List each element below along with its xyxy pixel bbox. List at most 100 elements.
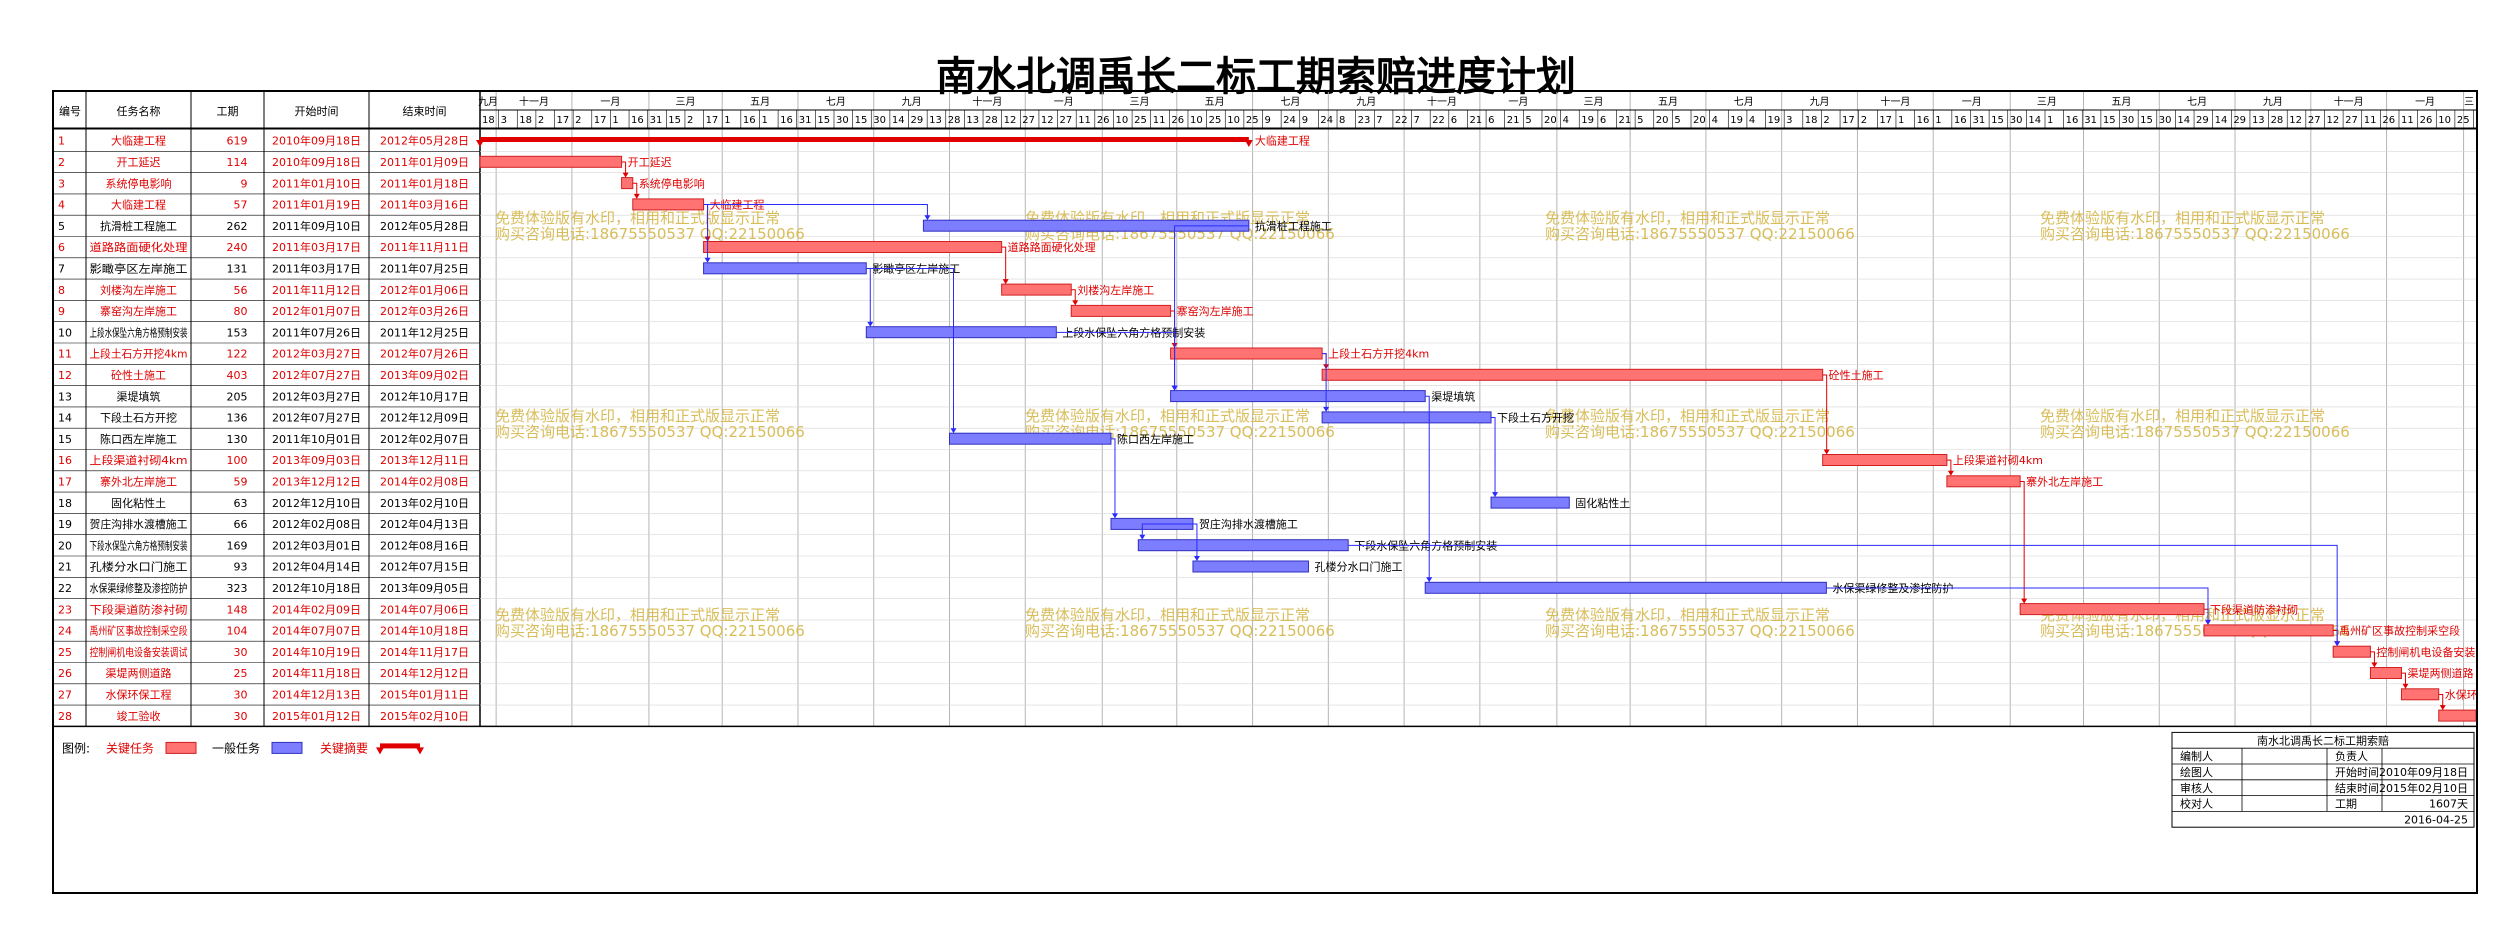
dependency-arrow (1111, 513, 1118, 519)
tick-label: 2 (538, 115, 544, 126)
tick-label: 15 (817, 115, 830, 126)
dependency-link (866, 267, 955, 431)
bar-label: 禹州矿区事故控制采空段 (2339, 624, 2460, 638)
task-bar (2438, 709, 2476, 722)
bar-label: 贺庄沟排水渡槽施工 (1199, 517, 1298, 531)
task-bar (1170, 390, 1426, 403)
task-duration: 25 (234, 667, 248, 680)
task-duration: 169 (227, 539, 248, 552)
dependency-arrow (704, 257, 711, 263)
task-duration: 619 (227, 135, 248, 148)
dependency-arrow (1426, 577, 1433, 583)
task-id: 25 (58, 646, 72, 659)
task-duration: 80 (234, 305, 248, 318)
dependency-arrow (1492, 492, 1499, 498)
tick-label: 19 (1730, 115, 1743, 126)
task-bar (1321, 368, 1824, 381)
dependency-link (2370, 651, 2375, 665)
info-label: 校对人 (2180, 797, 2213, 811)
task-id: 23 (58, 603, 72, 616)
dependency-link (1491, 417, 1496, 495)
dependency-arrow (2371, 662, 2378, 668)
month-label: 七月 (1280, 96, 1300, 108)
task-bar (703, 241, 1003, 253)
legend-summary-swatch (380, 743, 420, 749)
task-bar (1001, 283, 1072, 296)
tick-label: 14 (2177, 115, 2190, 126)
dependency-arrow (950, 428, 957, 434)
tick-label: 10 (1115, 115, 1128, 126)
tick-label: 20 (1544, 115, 1557, 126)
info-label: 工期 (2335, 798, 2357, 811)
dependency-link (1071, 289, 1076, 303)
task-bar (1490, 496, 1570, 509)
task-end: 2012年07月26日 (380, 347, 469, 361)
month-label: 十一月 (519, 95, 549, 108)
tick-label: 21 (1507, 115, 1520, 126)
tick-label: 13 (2252, 115, 2265, 126)
tick-label: 2 (687, 115, 693, 126)
task-id: 20 (58, 539, 72, 552)
tick-label: 12 (1041, 115, 1054, 126)
tick-label: 15 (1991, 115, 2004, 126)
task-bar (703, 262, 867, 275)
watermark-line2: 购买咨询电话:18675550537 QQ:22150066 (1545, 225, 1855, 243)
task-start: 2012年03月01日 (272, 538, 361, 552)
dependency-link (632, 182, 638, 196)
task-id: 13 (58, 390, 72, 403)
dependency-arrow (1947, 470, 1954, 476)
dependency-link (1141, 523, 1193, 537)
task-end: 2013年09月05日 (380, 581, 469, 595)
task-start: 2011年01月10日 (272, 176, 361, 190)
task-id: 14 (58, 412, 72, 425)
task-end: 2012年12月09日 (380, 411, 469, 425)
watermark-line1: 免费体验版有水印，相用和正式版显示正常 (1545, 606, 1830, 624)
tick-label: 4 (1749, 115, 1755, 126)
month-label: 七月 (826, 96, 846, 108)
dependency-link (1192, 523, 1198, 558)
bar-label: 陈口西左岸施工 (1117, 432, 1194, 446)
tick-label: 1 (1935, 115, 1941, 126)
tick-label: 4 (1712, 115, 1718, 126)
info-label: 负责人 (2335, 749, 2368, 763)
tick-label: 10 (1227, 115, 1240, 126)
watermark-line1: 免费体验版有水印，相用和正式版显示正常 (1025, 606, 1310, 624)
tick-label: 11 (1078, 115, 1091, 126)
task-id: 10 (58, 326, 72, 339)
tick-label: 15 (2140, 115, 2153, 126)
bar-label: 砼性土施工 (1829, 368, 1884, 382)
bar-label: 水保环保工程 (2445, 687, 2476, 701)
tick-label: 22 (1432, 115, 1445, 126)
tick-label: 29 (2196, 115, 2209, 126)
tick-label: 30 (2010, 115, 2023, 126)
tick-label: 3 (1786, 115, 1792, 126)
tick-label: 26 (2382, 115, 2395, 126)
dependency-link (1946, 459, 1952, 473)
task-bar (865, 326, 1057, 339)
legend-prefix: 图例: (62, 741, 90, 755)
task-end: 2012年10月17日 (380, 389, 469, 403)
task-end: 2015年02月10日 (380, 709, 469, 723)
task-start: 2012年12月10日 (272, 496, 361, 510)
task-duration: 130 (227, 433, 248, 446)
info-label: 开始时间 (2335, 765, 2379, 779)
dependency-link (1348, 544, 2338, 644)
dependency-arrow (1823, 449, 1830, 455)
task-end: 2011年11月11日 (380, 240, 469, 254)
tick-label: 26 (1097, 115, 1110, 126)
tick-label: 25 (1246, 115, 1259, 126)
tick-label: 1 (724, 115, 730, 126)
task-start: 2015年01月12日 (272, 709, 361, 723)
month-label: 三 (2464, 97, 2474, 108)
task-end: 2014年12月12日 (380, 666, 469, 680)
tick-label: 4 (1563, 115, 1569, 126)
task-id: 3 (58, 177, 65, 190)
task-end: 2014年02月08日 (380, 474, 469, 488)
info-label: 编制人 (2180, 749, 2213, 763)
bar-label: 固化粘性土 (1575, 496, 1630, 510)
dependency-link (1822, 374, 1828, 452)
task-duration: 104 (227, 625, 248, 638)
task-start: 2014年02月09日 (272, 602, 361, 616)
task-name: 上段土石方开挖4km (90, 347, 188, 361)
dependency-link (621, 161, 627, 175)
